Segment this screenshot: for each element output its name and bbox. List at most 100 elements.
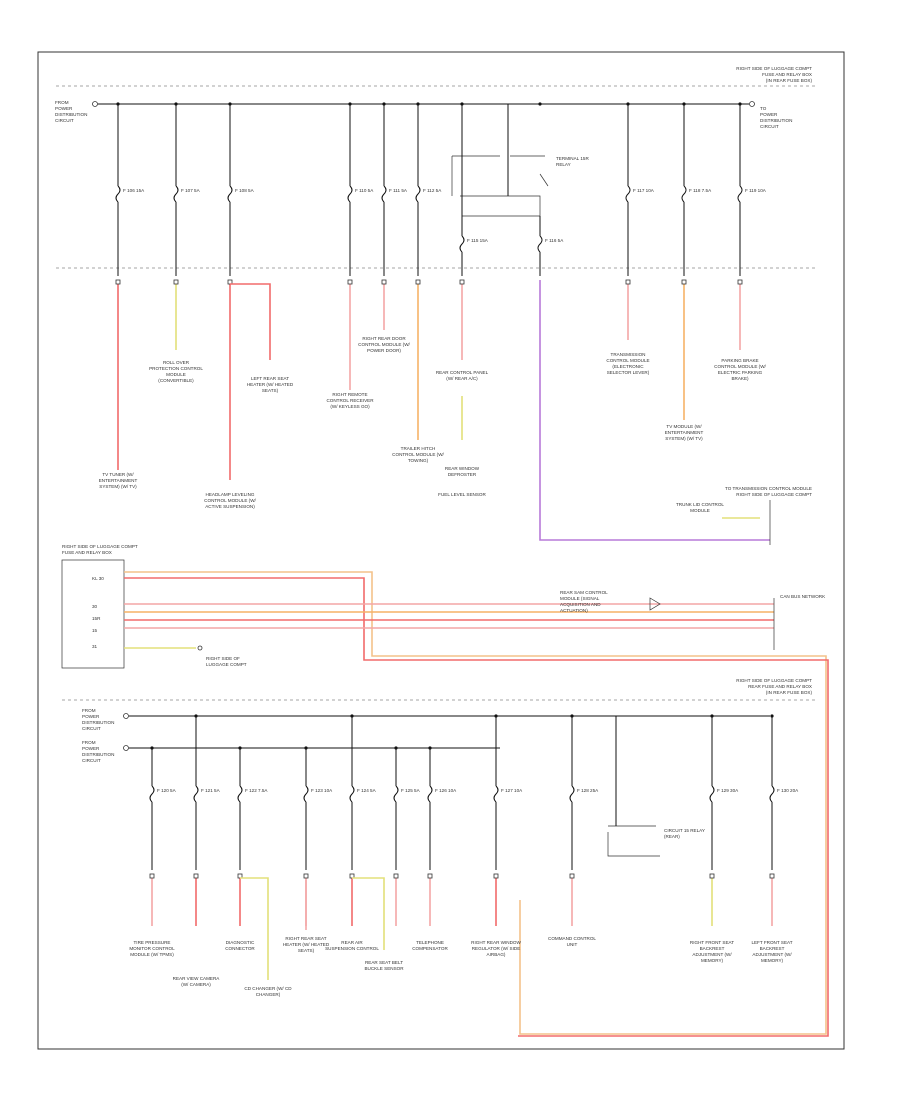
top-relay-label-1: TERMINAL 15R [556, 156, 589, 161]
fuse-icon [349, 785, 355, 803]
top-fuse-label: F 111 5A [389, 188, 408, 193]
fuse-icon [173, 185, 179, 203]
mid-block-title-2: FUSE AND RELAY BOX [62, 550, 112, 555]
mid-pin-3: 15R [92, 616, 101, 621]
top-fuse-label: F 118 7.5A [689, 188, 712, 193]
fuse-icon [381, 185, 387, 203]
bottom-relay-box [607, 825, 660, 857]
bottom-feed-a-2: POWER [82, 714, 100, 719]
bottom-feed-a-1: FROM [82, 708, 96, 713]
top-box-title-3: (IN REAR FUSE BOX) [766, 78, 813, 83]
top-splice [382, 102, 386, 106]
top-right-feed-2: POWER [760, 112, 778, 117]
fuse-icon [149, 785, 155, 803]
top-splice [174, 102, 178, 106]
top-splice [738, 102, 742, 106]
bottom-feed-b-4: CIRCUIT [82, 758, 101, 763]
top-fuse-label: F 106 15A [123, 188, 145, 193]
top-fuse-label: F 112 5A [423, 188, 442, 193]
top-left-feed-3: DISTRIBUTION [55, 112, 87, 117]
mid-block-frame [61, 559, 125, 669]
bottom-fuse-label: F 121 5A [201, 788, 221, 793]
mid-label-4: ACTUATION) [560, 608, 588, 613]
fuse-icon [709, 785, 715, 803]
top-connector [737, 279, 743, 285]
bottom-component-2: REAR VIEW CAMERA(W/ CAMERA) [173, 976, 221, 987]
top-relay-label-2: RELAY [556, 162, 571, 167]
bottom-box-title-3: (IN REAR FUSE BOX) [766, 690, 813, 695]
top-relay-box [451, 155, 545, 217]
bottom-feed-b-2: POWER [82, 746, 100, 751]
top-right-feed-1: TO [760, 106, 767, 111]
fuse-icon [393, 785, 399, 803]
top-relay-contact [539, 173, 549, 187]
mid-ground-2: LUGGAGE COMPT [206, 662, 247, 667]
top-fuse-label: F 110 5A [355, 188, 374, 193]
bottom-box-title-2: REAR FUSE AND RELAY BOX [748, 684, 812, 689]
bottom-fuse-label: F 130 20A [777, 788, 799, 793]
top-splice [682, 102, 686, 106]
fuse-icon [193, 785, 199, 803]
bottom-connector [709, 873, 715, 879]
top-splice [626, 102, 630, 106]
fuse-icon [737, 185, 743, 203]
bottom-splice [394, 746, 398, 750]
top-fuse-label: F 116 5A [545, 238, 564, 243]
fuse-icon [227, 185, 233, 203]
mid-pin-5: 31 [92, 644, 98, 649]
bottom-connector [427, 873, 433, 879]
mid-block-title-1: RIGHT SIDE OF LUGGAGE COMPT [62, 544, 138, 549]
top-splice [538, 102, 542, 106]
top-right-feed-4: CIRCUIT [760, 124, 779, 129]
fuse-icon [459, 235, 465, 253]
fuse-icon [681, 185, 687, 203]
mid-wire-light-orange [124, 571, 827, 1035]
top-ground-ref-2: RIGHT SIDE OF LUGGAGE COMPT [736, 492, 812, 497]
bottom-fuse-label: F 126 10A [435, 788, 457, 793]
fuse-icon [569, 785, 575, 803]
mid-pin-4: 15 [92, 628, 98, 633]
bottom-splice [428, 746, 432, 750]
fuse-icon [625, 185, 631, 203]
top-connector [173, 279, 179, 285]
bottom-fuse-label: F 125 5A [401, 788, 421, 793]
bottom-splice [350, 714, 354, 718]
bottom-feed-a-terminal [123, 713, 129, 719]
fuse-icon [427, 785, 433, 803]
bottom-feed-b-1: FROM [82, 740, 96, 745]
top-left-feed-1: FROM [55, 100, 69, 105]
fuse-icon [115, 185, 121, 203]
top-splice [460, 102, 464, 106]
bottom-splice [570, 714, 574, 718]
fuse-icon [347, 185, 353, 203]
fuse-icon [237, 785, 243, 803]
top-fuse-label: F 119 10A [745, 188, 767, 193]
diagram-frame [37, 51, 845, 1050]
bottom-feed-b-3: DISTRIBUTION [82, 752, 114, 757]
mid-arrow-icon [649, 597, 661, 611]
bottom-connector [493, 873, 499, 879]
top-left-feed-2: POWER [55, 106, 73, 111]
bottom-fuse-label: F 129 30A [717, 788, 739, 793]
top-splice [228, 102, 232, 106]
bottom-connector [769, 873, 775, 879]
bottom-fuse-label: F 124 5A [357, 788, 377, 793]
bottom-branch-cd [240, 877, 269, 980]
top-connector [681, 279, 687, 285]
top-fuse-box: RIGHT SIDE OF LUGGAGE COMPT FUSE AND REL… [55, 66, 818, 545]
